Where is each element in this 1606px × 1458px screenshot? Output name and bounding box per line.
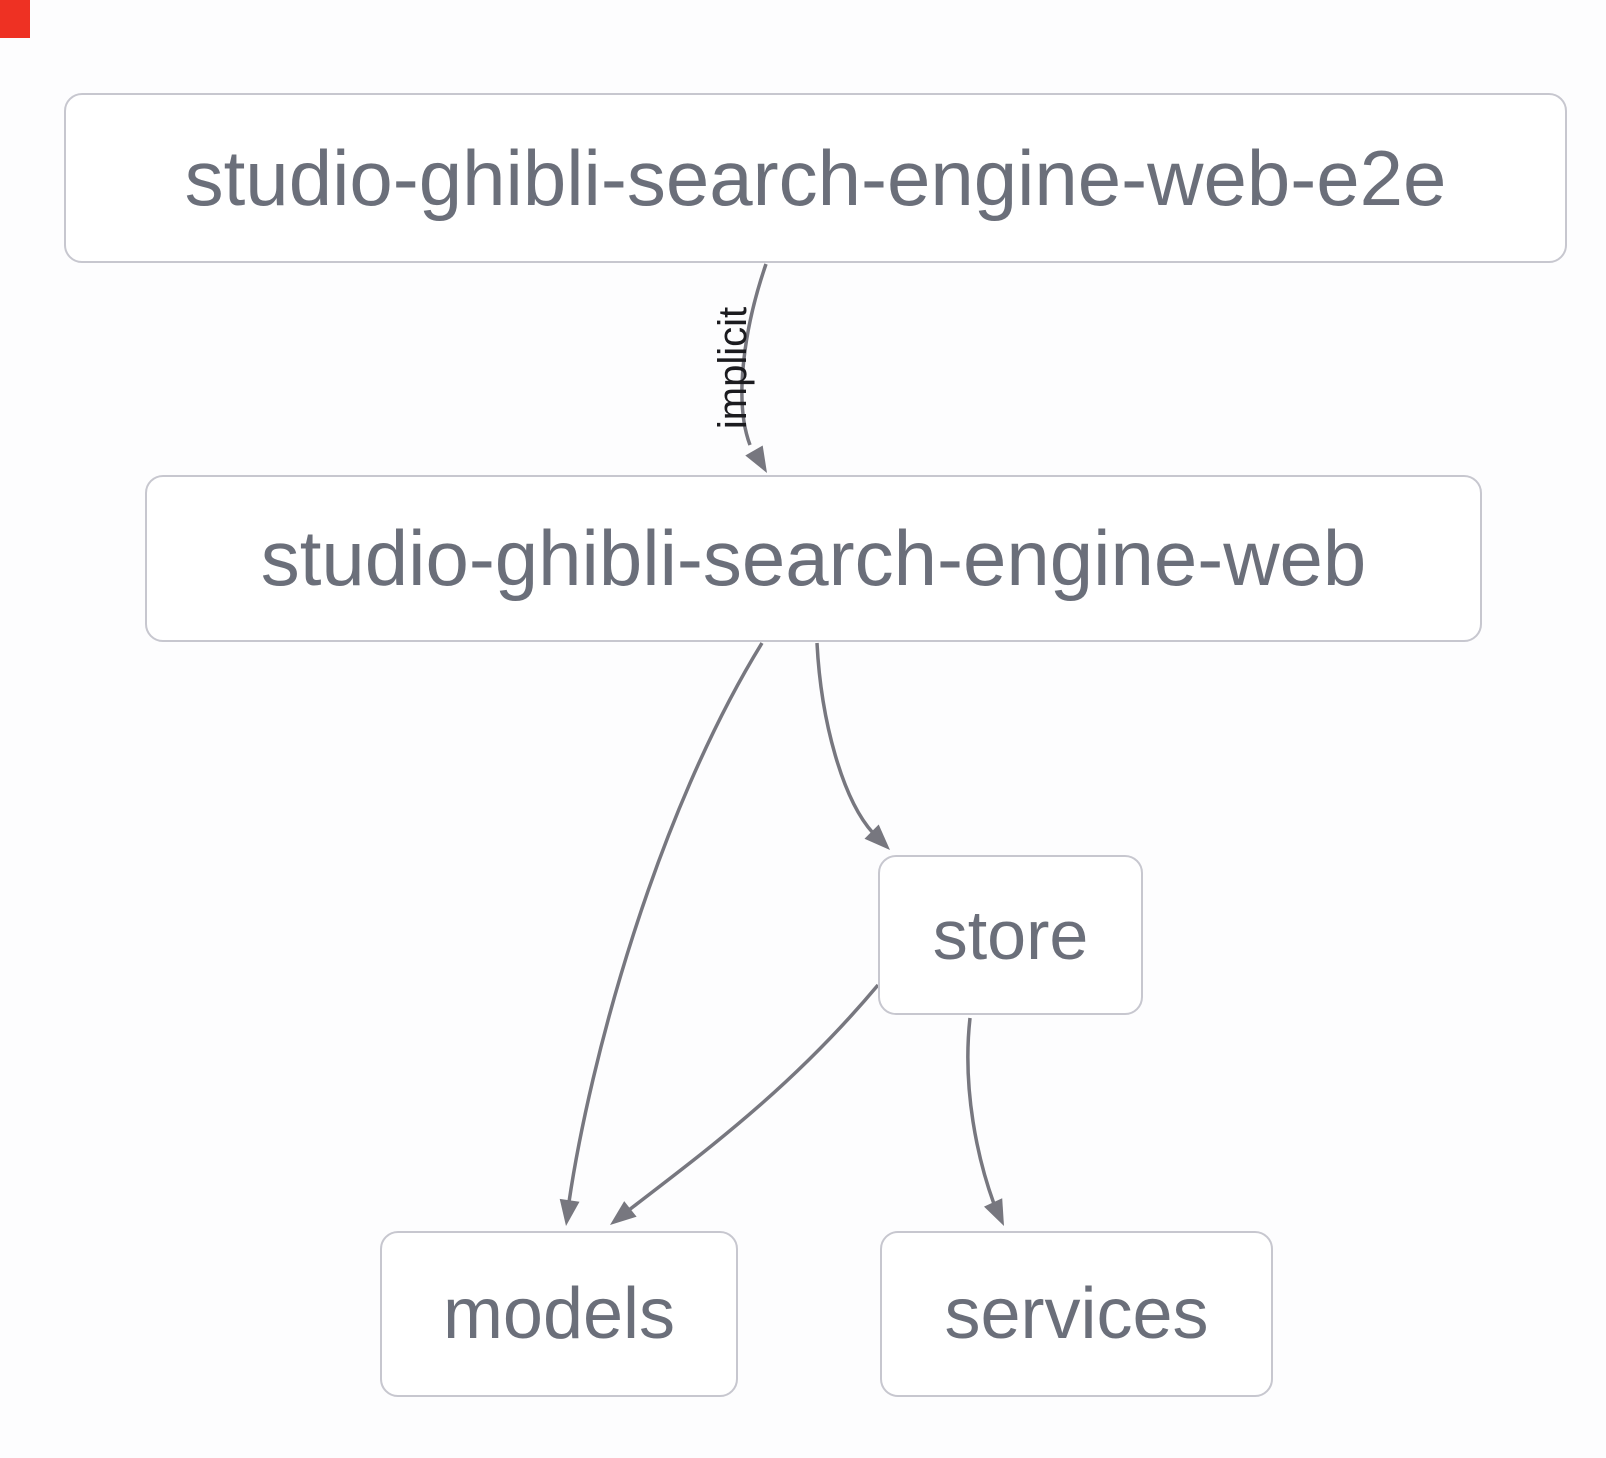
node-label: store (932, 896, 1089, 974)
edge-store-to-models (627, 983, 880, 1212)
node-label: services (944, 1274, 1209, 1354)
arrowhead-store-to-services (984, 1198, 1004, 1226)
node-models[interactable]: models (380, 1231, 738, 1397)
node-label: studio-ghibli-search-engine-web-e2e (184, 133, 1447, 222)
edge-e2e-to-web (740, 263, 768, 446)
edge-label-implicit: implicit (711, 306, 755, 430)
node-studio-ghibli-search-engine-web[interactable]: studio-ghibli-search-engine-web (145, 475, 1482, 642)
node-label: studio-ghibli-search-engine-web (260, 514, 1367, 602)
node-store[interactable]: store (878, 855, 1143, 1015)
node-services[interactable]: services (880, 1231, 1273, 1397)
recording-indicator (0, 0, 30, 38)
edge-web-to-store (815, 642, 875, 835)
edge-web-to-models (567, 642, 764, 1203)
arrowhead-web-to-models (559, 1198, 580, 1226)
edge-store-to-services (966, 1017, 996, 1205)
arrowhead-store-to-models (610, 1201, 637, 1225)
arrowhead-e2e-to-web (745, 445, 767, 473)
arrowhead-web-to-store (864, 824, 890, 850)
node-label: models (442, 1274, 676, 1354)
node-studio-ghibli-search-engine-web-e2e[interactable]: studio-ghibli-search-engine-web-e2e (64, 93, 1567, 263)
